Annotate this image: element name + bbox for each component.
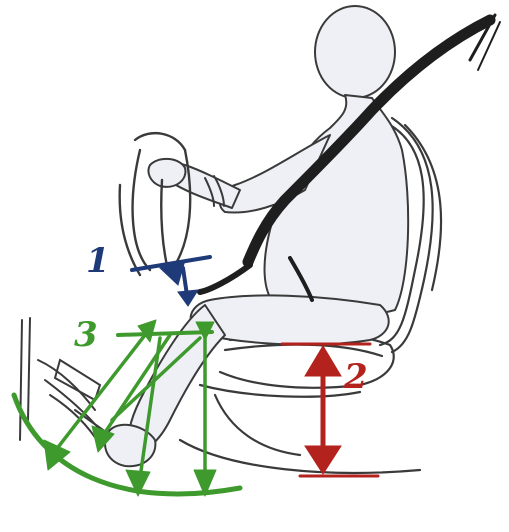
- steering-wheel: [120, 133, 191, 275]
- callout-3: 3: [74, 318, 98, 352]
- annotation-3-pedal-reach: [14, 320, 240, 496]
- callout-2: 2: [344, 360, 368, 394]
- head: [315, 6, 395, 98]
- callout-1: 1: [86, 244, 110, 278]
- annotation-1-wheel-adjust: [132, 257, 210, 306]
